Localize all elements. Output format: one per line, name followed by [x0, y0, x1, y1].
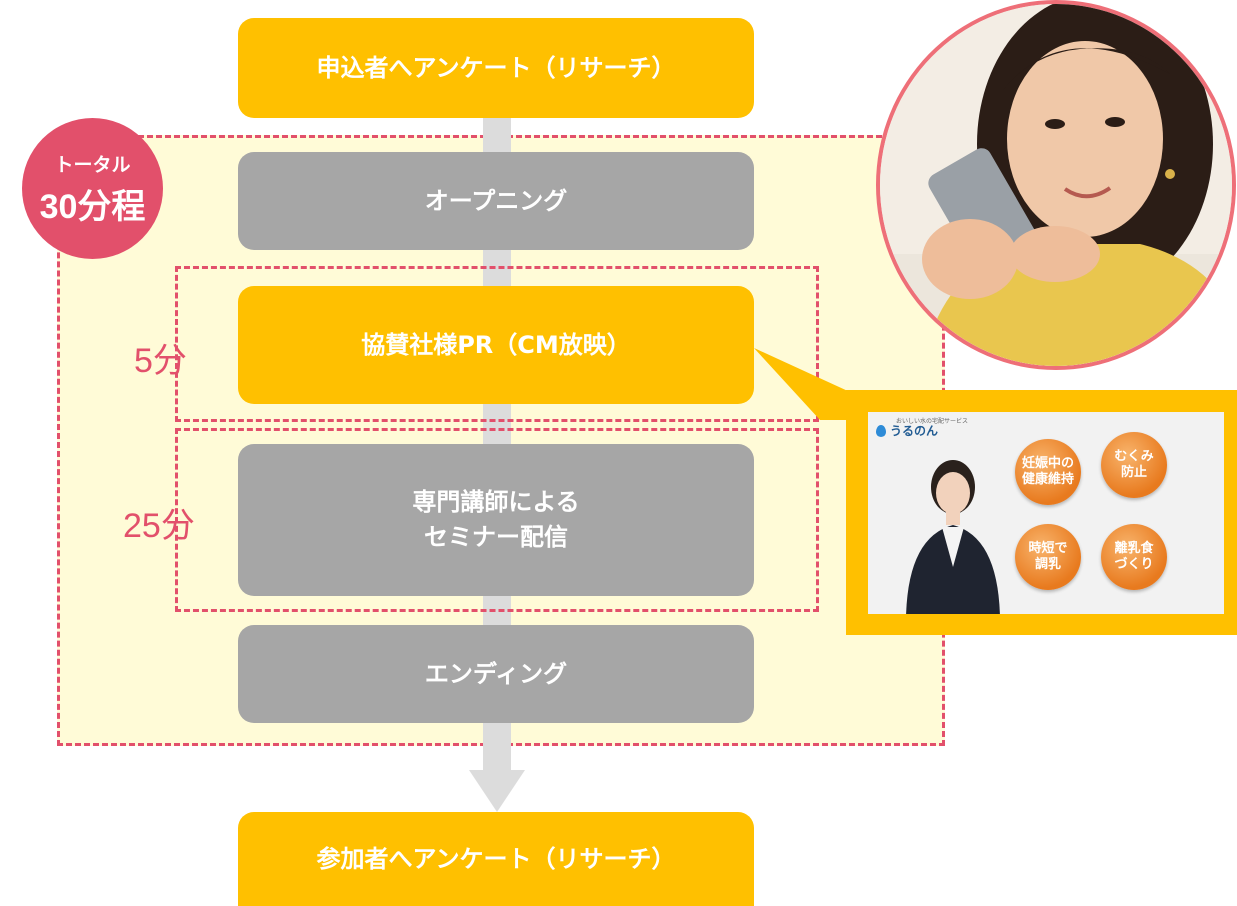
seminar-duration-box [175, 428, 819, 612]
step-seminar: 専門講師による セミナー配信 [238, 444, 754, 596]
benefit-bubble: 妊娠中の 健康維持 [1015, 439, 1081, 505]
benefit-line: づくり [1114, 557, 1154, 572]
step-post-survey: 参加者へアンケート（リサーチ） [238, 812, 754, 906]
step-post-survey-label: 参加者へアンケート（リサーチ） [316, 844, 676, 873]
step-ending: エンディング [238, 625, 754, 723]
benefit-line: 時短で [1028, 540, 1068, 556]
flow-arrow-head [469, 770, 525, 812]
total-time-badge: トータル 30分程 [22, 118, 163, 259]
benefit-line: 健康維持 [1021, 472, 1074, 487]
step-pre-survey-label: 申込者へアンケート（リサーチ） [316, 53, 676, 82]
step-sponsor-pr: 協賛社様PR（CM放映） [238, 286, 754, 404]
step-opening: オープニング [238, 152, 754, 250]
benefit-line: むくみ [1114, 448, 1154, 464]
brand-logo: おいしい水の宅配サービス うるのん [876, 418, 968, 439]
callout-pointer [754, 348, 850, 420]
benefit-bubble: 時短で 調乳 [1015, 524, 1081, 590]
step-sponsor-pr-label: 協賛社様PR（CM放映） [361, 330, 631, 359]
step-seminar-line-1: 専門講師による [412, 488, 580, 517]
benefit-line: 調乳 [1034, 557, 1061, 572]
brand-tagline: おいしい水の宅配サービス [896, 418, 969, 425]
presenter-figure [906, 460, 1000, 614]
benefit-line: 離乳食 [1114, 540, 1154, 556]
step-opening-label: オープニング [424, 186, 568, 215]
cm-preview-screen: おいしい水の宅配サービス うるのん 妊娠中の 健康維持 むくみ 防止 時短で 調… [868, 412, 1224, 614]
benefit-bubble: むくみ 防止 [1101, 432, 1167, 498]
step-ending-label: エンディング [424, 659, 568, 688]
badge-duration: 30分程 [39, 187, 146, 226]
pr-duration-box [175, 266, 819, 422]
seminar-duration-label: 25分 [123, 507, 195, 545]
girl-with-phone-illustration [880, 4, 1232, 366]
viewer-photo [876, 0, 1236, 370]
pr-duration-label: 5分 [134, 342, 187, 380]
brand-name: うるのん [890, 424, 939, 438]
benefit-bubble: 離乳食 づくり [1101, 524, 1167, 590]
step-seminar-line-2: セミナー配信 [424, 523, 568, 551]
water-drop-icon [876, 424, 886, 437]
step-pre-survey: 申込者へアンケート（リサーチ） [238, 18, 754, 118]
benefit-line: 妊娠中の [1021, 455, 1074, 471]
badge-caption: トータル [54, 153, 131, 176]
benefit-line: 防止 [1120, 465, 1147, 480]
